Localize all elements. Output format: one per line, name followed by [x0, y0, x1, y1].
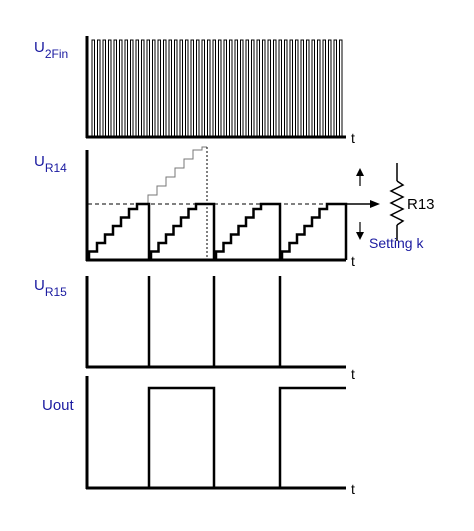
staircase-ramp	[280, 202, 348, 260]
time-axis-label: t	[351, 481, 355, 497]
time-axis-label: t	[351, 130, 355, 146]
time-axis-label: t	[351, 253, 355, 269]
panel-u2fin: t	[85, 36, 355, 146]
panel-ur15: t	[85, 276, 355, 382]
clock-pulses	[91, 39, 343, 137]
panel-uout: t	[85, 376, 355, 497]
reset-pulses	[147, 276, 282, 367]
staircase-ramps	[87, 202, 348, 260]
signal-label-ur14: UR14	[34, 153, 67, 175]
potentiometer-label: R13	[407, 196, 435, 213]
staircase-continuation	[147, 146, 207, 204]
panel-ur14: t	[85, 146, 380, 269]
potentiometer-r13: R13 Setting k	[356, 163, 435, 251]
time-axis-label: t	[351, 366, 355, 382]
signal-label-ur15: UR15	[34, 277, 67, 299]
signal-label-u2fin: U2Fin	[34, 39, 68, 61]
signal-label-uout: Uout	[42, 397, 75, 414]
threshold-arrowhead	[370, 200, 380, 208]
staircase-ramp	[214, 202, 282, 260]
staircase-ramp	[87, 202, 151, 260]
output-waveform	[87, 386, 346, 490]
setting-caption: Setting k	[369, 235, 424, 251]
clock-pulse-train	[91, 39, 343, 137]
staircase-ramp	[149, 202, 216, 260]
